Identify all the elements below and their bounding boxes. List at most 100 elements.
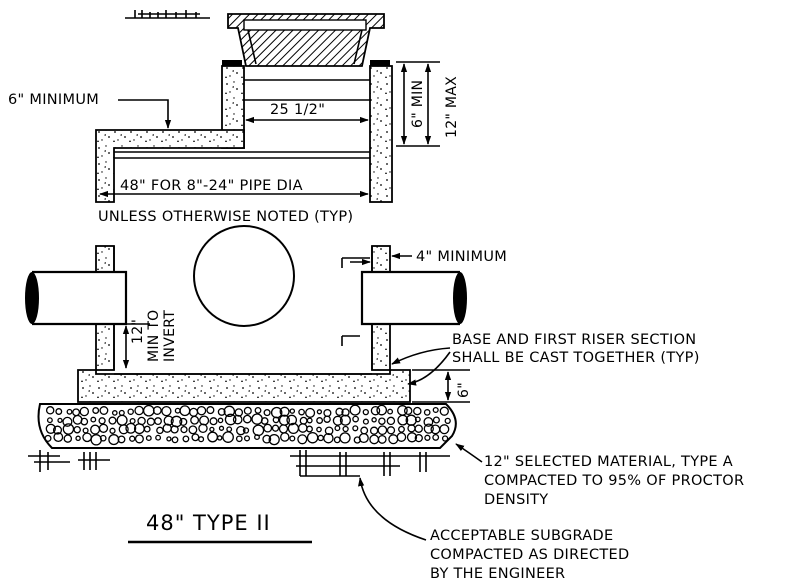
gravel-stone — [263, 409, 271, 417]
gravel-stone — [55, 408, 63, 415]
gravel-stone — [423, 416, 434, 427]
gravel-stone — [316, 409, 323, 415]
gravel-stone — [155, 434, 162, 441]
label-base-note-1: BASE AND FIRST RISER SECTION — [452, 332, 696, 348]
gravel-stone — [279, 406, 290, 417]
gravel-stone — [62, 423, 75, 435]
gravel-stone — [209, 417, 218, 426]
gravel-stone — [190, 415, 200, 425]
left-pipe — [25, 270, 128, 326]
gravel-stone — [45, 406, 55, 415]
gravel-stone — [117, 435, 126, 444]
gravel-stone — [423, 409, 431, 416]
label-selected-3: DENSITY — [484, 492, 548, 508]
gravel-stone — [339, 414, 351, 426]
gravel-stone — [57, 417, 63, 424]
gravel-stone — [370, 405, 381, 416]
gravel-stone — [362, 418, 369, 425]
gravel-stone — [378, 417, 386, 425]
gravel-stone — [316, 417, 324, 424]
gravel-stone — [166, 436, 172, 442]
gravel-stone — [306, 417, 313, 424]
label-twelve-max: 12" MAX — [444, 76, 460, 138]
gravel-stone — [53, 432, 64, 443]
top-slab — [95, 129, 370, 203]
gravel-stone — [98, 417, 106, 425]
gravel-stone — [358, 432, 369, 444]
gravel-stone — [305, 407, 316, 418]
gravel-stone — [352, 425, 359, 432]
gravel-stone — [403, 406, 413, 416]
manhole-top-section: 6" MINIMUM 25 1/2" 6" MIN 12" MAX 48" FO… — [8, 10, 460, 225]
right-pipe — [360, 270, 467, 326]
gravel-stone — [386, 426, 396, 435]
gravel-stone — [209, 426, 215, 433]
gravel-stone — [439, 406, 449, 416]
drawing-title: 48" TYPE II — [146, 511, 271, 535]
gravel-stone — [272, 416, 280, 424]
gravel-stone — [432, 406, 439, 414]
label-subgrade-1: ACCEPTABLE SUBGRADE — [430, 528, 613, 544]
gravel-stone — [156, 426, 164, 435]
label-twelve-min-2: MIN TO — [146, 309, 162, 362]
gravel-stone — [414, 424, 423, 433]
gravel-stone — [342, 425, 349, 433]
gravel-stone — [129, 435, 136, 442]
gravel-stone — [235, 435, 243, 443]
gravel-stone — [99, 434, 107, 442]
gravel-stone — [297, 434, 308, 445]
gravel-stone — [145, 435, 152, 442]
gravel-stone — [352, 415, 359, 423]
gravel-stone — [263, 423, 273, 433]
gravel-stone — [423, 423, 434, 434]
gravel-stone — [206, 406, 215, 415]
gravel-stone — [191, 433, 200, 442]
frame-and-cover — [222, 13, 390, 70]
gravel-stone — [66, 408, 73, 415]
gravel-stone — [306, 425, 313, 433]
gravel-stone — [125, 422, 137, 434]
gravel-stone — [217, 407, 226, 416]
label-twelve-min-3: INVERT — [162, 310, 178, 362]
gravel-stone — [45, 423, 56, 434]
gravel-stone — [152, 406, 162, 415]
gravel-stone — [232, 414, 243, 425]
label-subgrade-2: COMPACTED AS DIRECTED — [430, 547, 629, 563]
label-diameter-line2: UNLESS OTHERWISE NOTED (TYP) — [98, 209, 353, 225]
gravel-stone — [242, 427, 250, 434]
gravel-stone — [289, 435, 296, 442]
gravel-stone — [268, 433, 280, 446]
gravel-stone — [316, 426, 322, 433]
gravel-bedding — [37, 403, 457, 449]
gravel-stone — [99, 406, 109, 415]
gravel-stone — [161, 405, 172, 417]
gravel-stone — [154, 417, 162, 426]
gravel-stone — [242, 414, 252, 424]
gravel-stone — [134, 434, 144, 444]
gravel-stone — [414, 416, 421, 423]
gravel-stone — [222, 431, 234, 443]
gravel-stone — [432, 416, 440, 424]
gravel-stone — [339, 432, 351, 444]
gravel-stone — [218, 425, 225, 431]
gravel-stone — [260, 417, 269, 425]
gravel-stone — [335, 407, 344, 416]
gravel-stone — [182, 435, 190, 443]
manhole-base-section: 4" MINIMUM 12" MIN TO INVERT BASE AND FI… — [25, 225, 699, 403]
gravel-stone — [171, 436, 179, 444]
gravel-stone — [387, 408, 394, 415]
gravel-stone — [98, 423, 109, 433]
gravel-stone — [63, 434, 73, 443]
gravel-stone — [386, 416, 396, 426]
gravel-stone — [143, 425, 151, 433]
gravel-stone — [44, 434, 52, 442]
gravel-stone — [424, 434, 431, 441]
gravel-stone — [224, 413, 237, 426]
gravel-stone — [406, 432, 418, 443]
gravel-stone — [188, 425, 198, 435]
gravel-stone — [198, 423, 208, 434]
gravel-stone — [289, 408, 296, 414]
gravel-stone — [108, 416, 117, 425]
gravel-stone — [398, 425, 405, 433]
